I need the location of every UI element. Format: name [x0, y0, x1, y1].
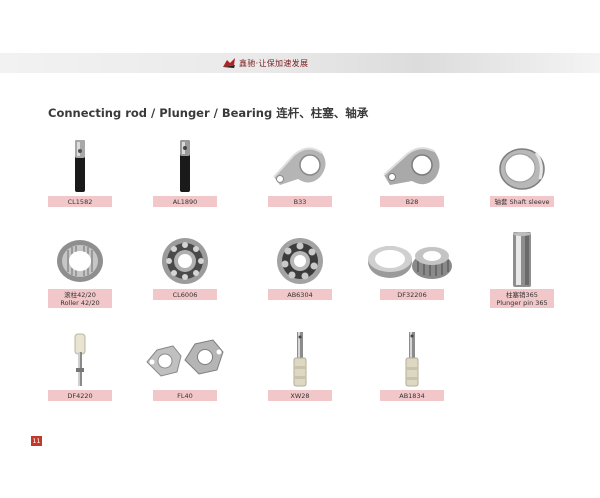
- product-image: [268, 139, 332, 195]
- product-image: [153, 139, 217, 195]
- product-label: XW28: [268, 390, 332, 401]
- product-label: 轴套 Shaft sleeve: [490, 196, 554, 207]
- product-label: CL6006: [153, 289, 217, 300]
- section-title: Connecting rod / Plunger / Bearing 连杆、柱塞…: [48, 106, 369, 120]
- product-image: [268, 232, 332, 288]
- product-label: 柱塞销365 Plunger pin 365: [490, 289, 554, 308]
- product-image: [490, 232, 554, 288]
- product-label: DF32206: [380, 289, 444, 300]
- product-image: [362, 232, 462, 288]
- product-image: [268, 332, 332, 388]
- product-image: [153, 232, 217, 288]
- page-number: 11: [31, 436, 42, 446]
- product-label: FL40: [153, 390, 217, 401]
- product-label: B28: [380, 196, 444, 207]
- product-label: AL1890: [153, 196, 217, 207]
- product-label: CL1582: [48, 196, 112, 207]
- product-label: AB6304: [268, 289, 332, 300]
- brand: 鑫驰·让保加速发展: [222, 56, 308, 70]
- product-label: AB1834: [380, 390, 444, 401]
- product-label: B33: [268, 196, 332, 207]
- product-image: [48, 139, 112, 195]
- product-image: [143, 332, 227, 388]
- brand-logo-icon: [223, 58, 235, 68]
- brand-text: 鑫驰·让保加速发展: [239, 58, 309, 68]
- product-image: [380, 332, 444, 388]
- product-image: [48, 332, 112, 388]
- product-image: [490, 139, 554, 195]
- product-image: [380, 139, 444, 195]
- product-image: [48, 232, 112, 288]
- product-label: 滚柱42/20 Roller 42/20: [48, 289, 112, 308]
- product-label: DF4220: [48, 390, 112, 401]
- header-band: [0, 53, 600, 73]
